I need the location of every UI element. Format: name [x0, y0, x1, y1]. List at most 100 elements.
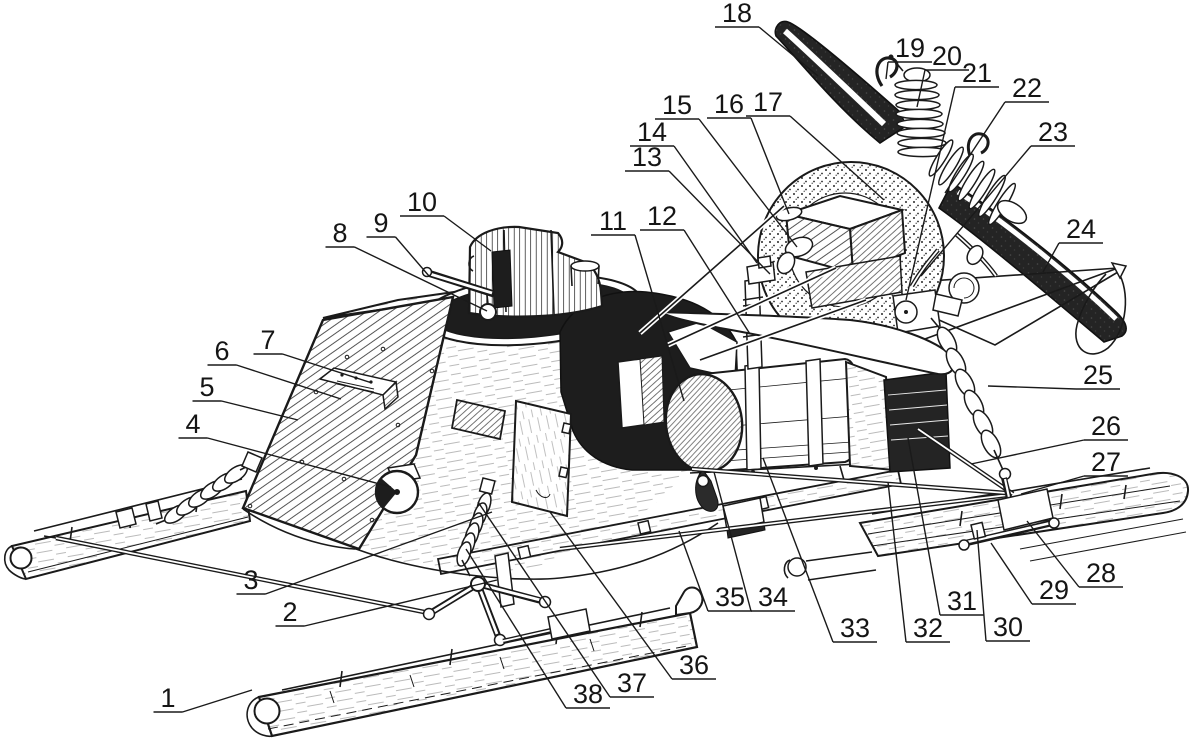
running-board — [436, 468, 903, 576]
lifting-hook-icon — [875, 56, 899, 87]
hidden-rear-ski-tip — [783, 551, 877, 581]
callout-28: 28 — [1026, 520, 1123, 588]
cylinder-side-fins — [928, 139, 1028, 226]
callout-29: 29 — [990, 542, 1076, 605]
callout-leader-line — [443, 215, 492, 252]
callout-27: 27 — [1020, 447, 1128, 495]
callout-number: 10 — [407, 187, 437, 217]
callout-31: 31 — [907, 437, 984, 616]
callout-19: 19 — [885, 33, 932, 80]
callout-number: 5 — [199, 372, 214, 402]
callout-22: 22 — [944, 73, 1049, 194]
fuel-tank-group — [617, 255, 956, 512]
callout-number: 12 — [647, 201, 677, 231]
callout-number: 6 — [214, 336, 229, 366]
callout-17: 17 — [746, 87, 885, 201]
callout-number: 14 — [637, 117, 667, 147]
callout-number: 11 — [599, 206, 627, 236]
callout-number: 28 — [1086, 558, 1116, 588]
steering-tie-rod — [43, 535, 430, 616]
callout-leader-line — [990, 542, 1033, 605]
callout-number: 30 — [993, 612, 1023, 642]
callout-leader-line — [304, 579, 498, 627]
callout-leader-line — [758, 26, 819, 77]
callout-number: 8 — [332, 218, 347, 248]
callout-10: 10 — [400, 187, 492, 252]
callout-leader-line — [907, 437, 941, 616]
callout-leader-line — [394, 236, 430, 277]
ski-strut-bracket — [695, 469, 719, 512]
callout-number: 15 — [662, 90, 692, 120]
callout-leader-line — [916, 69, 926, 108]
callout-number: 24 — [1066, 214, 1096, 244]
lever-ball-joint — [479, 303, 497, 321]
callout-33: 33 — [762, 457, 877, 643]
callout-number: 7 — [260, 325, 275, 355]
callout-leader-line — [678, 530, 709, 612]
callout-36: 36 — [549, 511, 716, 680]
callout-number: 38 — [573, 679, 603, 709]
callout-6: 6 — [207, 336, 342, 400]
tank-strap-front — [744, 363, 762, 471]
callout-34: 34 — [713, 471, 795, 612]
callout-25: 25 — [987, 360, 1120, 390]
callout-14: 14 — [630, 117, 758, 264]
access-door — [510, 399, 573, 518]
callout-number: 19 — [895, 33, 925, 63]
front-left-spring-strut — [155, 451, 263, 525]
callout-leader-line — [750, 117, 790, 215]
callout-16: 16 — [707, 89, 790, 215]
callout-leader-line — [789, 115, 885, 201]
callout-leader-line — [207, 437, 392, 488]
callout-leader-line — [221, 400, 299, 421]
callout-leader-line — [282, 353, 373, 384]
callout-leader-line — [477, 501, 611, 698]
callout-leader-line — [182, 689, 253, 713]
callout-15: 15 — [655, 90, 798, 248]
callout-number: 29 — [1039, 575, 1069, 605]
callout-leader-line — [683, 229, 751, 335]
vent-hatch — [450, 398, 507, 441]
callout-number: 32 — [913, 613, 943, 643]
windshield — [467, 225, 604, 318]
callout-number: 23 — [1038, 117, 1068, 147]
hull-front-panel — [241, 295, 455, 551]
primer-cup — [784, 236, 814, 258]
callout-leader-line — [1020, 475, 1085, 495]
callout-leader-line — [634, 234, 685, 402]
callout-32: 32 — [887, 481, 950, 643]
propeller — [774, 20, 1127, 343]
engine-mount-struts — [638, 204, 867, 363]
callout-leader-line — [920, 145, 1032, 277]
steering-crank — [422, 477, 591, 647]
callout-number: 18 — [722, 0, 752, 28]
callout-38: 38 — [465, 548, 610, 709]
magneto — [892, 272, 980, 334]
callout-leader-line — [673, 145, 758, 264]
callout-number: 33 — [840, 613, 870, 643]
callout-leader-line — [885, 61, 889, 80]
callout-number: 25 — [1083, 360, 1113, 390]
callout-number: 27 — [1091, 447, 1121, 477]
callout-number: 1 — [160, 683, 175, 713]
callout-number: 2 — [282, 597, 297, 627]
callout-12: 12 — [640, 201, 751, 335]
ski-upper-left — [3, 451, 263, 581]
callout-number: 17 — [753, 87, 783, 117]
callout-11: 11 — [591, 206, 685, 402]
intake-tubes — [910, 232, 998, 288]
callout-number: 34 — [758, 582, 788, 612]
propeller-blade-lower-icon — [937, 181, 1127, 343]
callout-18: 18 — [715, 0, 819, 77]
callout-leader-line — [698, 118, 798, 248]
callout-7: 7 — [253, 325, 373, 384]
tank-strap-rear — [805, 358, 824, 467]
tail-loop-skid — [1075, 271, 1127, 355]
callout-leader-line — [465, 548, 567, 709]
rear-rods — [559, 427, 1015, 552]
callout-26: 26 — [970, 411, 1128, 465]
callout-number: 3 — [243, 565, 258, 595]
callout-number: 31 — [947, 586, 977, 616]
